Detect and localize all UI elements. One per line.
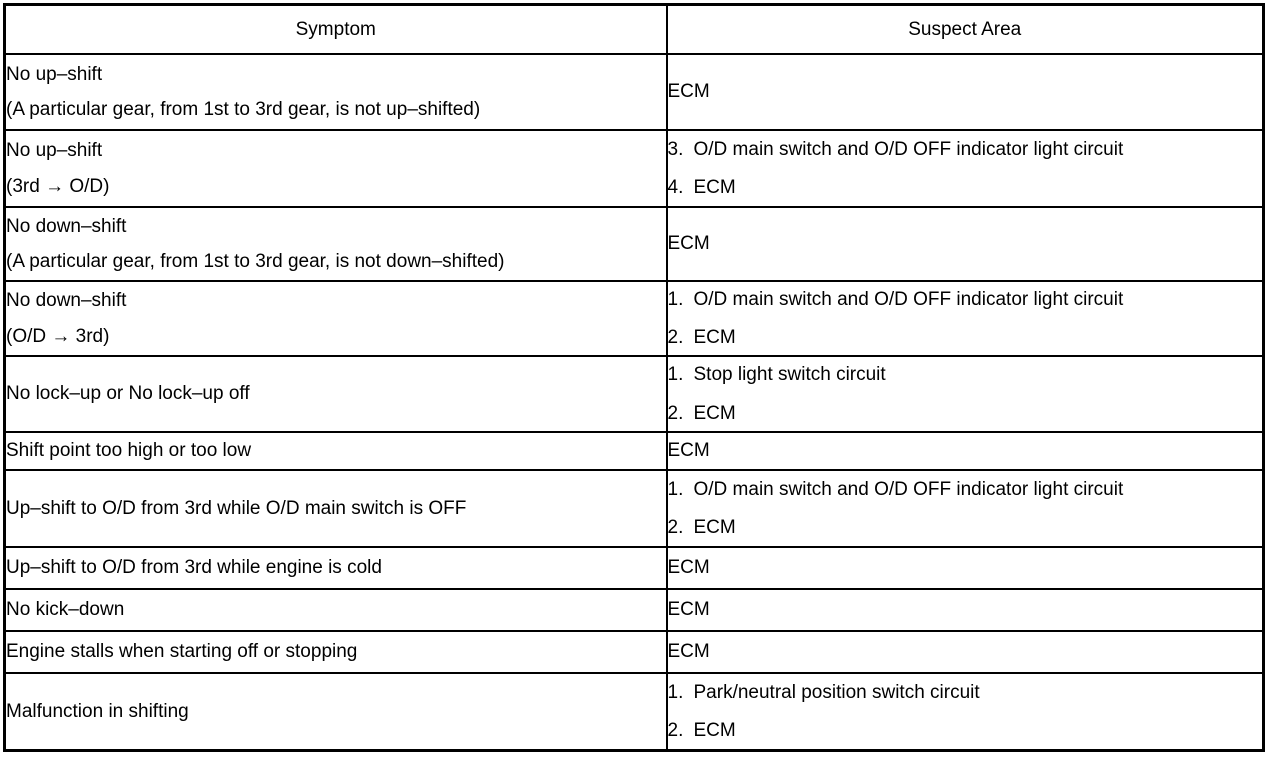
table-row: No up–shift (3rd → O/D) 3. O/D main switc…	[3, 129, 1265, 208]
symptom-cell: No kick–down	[3, 588, 668, 632]
table-row: No down–shift (O/D → 3rd) 1. O/D main swi…	[3, 280, 1265, 357]
table-row: No up–shift (A particular gear, from 1st…	[3, 53, 1265, 131]
suspect-area-cell: ECM	[665, 53, 1265, 131]
suspect-item-text: ECM	[693, 327, 736, 348]
symptom-cell: Up–shift to O/D from 3rd while O/D main …	[3, 469, 668, 548]
column-header-suspect-area: Suspect Area	[665, 3, 1265, 55]
suspect-area-cell: ECM	[665, 630, 1265, 674]
suspect-item-text: Stop light switch circuit	[693, 364, 886, 386]
symptom-line: No down–shift	[6, 290, 127, 312]
symptom-line: (A particular gear, from 1st to 3rd gear…	[6, 251, 505, 272]
suspect-item: ECM	[667, 233, 710, 255]
suspect-item: 1. Stop light switch circuit	[668, 360, 1263, 389]
symptom-line: Up–shift to O/D from 3rd while O/D main …	[6, 497, 467, 519]
symptom-suspect-area-table: Symptom Suspect Area No up–shift (A part…	[3, 3, 1265, 752]
suspect-item-number: 2.	[667, 327, 684, 348]
symptom-line: No lock–up or No lock–up off	[6, 383, 250, 405]
suspect-item: ECM	[667, 440, 710, 462]
suspect-item: ECM	[667, 557, 710, 579]
suspect-item: ECM	[667, 599, 710, 621]
suspect-item: 2. ECM	[668, 323, 1263, 352]
suspect-item-number: 2.	[667, 720, 684, 741]
suspect-item-number: 1.	[667, 681, 684, 703]
suspect-item: 1. O/D main switch and O/D OFF indicator …	[668, 475, 1263, 504]
suspect-item-number: 2.	[667, 517, 684, 538]
suspect-item-number: 2.	[667, 402, 684, 424]
symptom-line: No down–shift	[6, 215, 127, 237]
symptom-cell: Shift point too high or too low	[3, 431, 668, 471]
table-row: Shift point too high or too low ECM	[3, 431, 1265, 471]
suspect-item-number: 3.	[667, 138, 684, 160]
column-header-symptom: Symptom	[3, 3, 668, 55]
suspect-area-cell: 3. O/D main switch and O/D OFF indicator …	[665, 129, 1265, 208]
table-row: Up–shift to O/D from 3rd while engine is…	[3, 546, 1265, 590]
suspect-item: 1. Park/neutral position switch circuit	[668, 678, 1263, 707]
suspect-item-number: 1.	[667, 288, 684, 310]
symptom-line: No up–shift	[6, 140, 103, 162]
suspect-area-cell: 1. O/D main switch and O/D OFF indicator …	[665, 469, 1265, 548]
suspect-area-cell: ECM	[665, 206, 1265, 282]
table-header: Symptom Suspect Area	[3, 3, 1265, 55]
suspect-area-cell: 1. Stop light switch circuit 2. ECM	[665, 355, 1265, 433]
suspect-area-cell: 1. Park/neutral position switch circuit 2…	[665, 672, 1265, 752]
symptom-line: No up–shift	[6, 63, 103, 85]
suspect-area-cell: ECM	[665, 546, 1265, 590]
suspect-item-text: O/D main switch and O/D OFF indicator li…	[693, 138, 1124, 160]
suspect-item-number: 1.	[667, 364, 684, 386]
symptom-cell: No lock–up or No lock–up off	[3, 355, 668, 433]
symptom-line: Engine stalls when starting off or stopp…	[6, 641, 358, 663]
suspect-area-cell: ECM	[665, 431, 1265, 471]
suspect-area-cell: ECM	[665, 588, 1265, 632]
symptom-line: (A particular gear, from 1st to 3rd gear…	[6, 99, 481, 120]
symptom-cell: Up–shift to O/D from 3rd while engine is…	[3, 546, 668, 590]
suspect-item: 2. ECM	[668, 716, 1263, 745]
suspect-item-number: 4.	[667, 177, 684, 198]
table-row: No lock–up or No lock–up off 1. Stop ligh…	[3, 355, 1265, 433]
symptom-cell: No up–shift (3rd → O/D)	[3, 129, 668, 208]
table-row: Engine stalls when starting off or stopp…	[3, 630, 1265, 674]
suspect-item-text: ECM	[693, 402, 736, 424]
symptom-cell: No down–shift (A particular gear, from 1…	[3, 206, 668, 282]
table-row: No down–shift (A particular gear, from 1…	[3, 206, 1265, 282]
suspect-item-text: Park/neutral position switch circuit	[693, 681, 980, 703]
table-row: Up–shift to O/D from 3rd while O/D main …	[3, 469, 1265, 548]
symptom-line: Malfunction in shifting	[6, 700, 189, 722]
suspect-item: 2. ECM	[668, 513, 1263, 542]
suspect-item-text: ECM	[693, 177, 736, 198]
symptom-cell: No down–shift (O/D → 3rd)	[3, 280, 668, 357]
suspect-item: 1. O/D main switch and O/D OFF indicator …	[668, 285, 1263, 314]
suspect-item-text: O/D main switch and O/D OFF indicator li…	[693, 288, 1124, 310]
symptom-cell: Engine stalls when starting off or stopp…	[3, 630, 668, 674]
suspect-item-number: 1.	[667, 478, 684, 500]
symptom-cell: No up–shift (A particular gear, from 1st…	[3, 53, 668, 131]
symptom-line: No kick–down	[6, 599, 125, 621]
suspect-item: ECM	[667, 81, 710, 103]
table-row: No kick–down ECM	[3, 588, 1265, 632]
suspect-area-cell: 1. O/D main switch and O/D OFF indicator …	[665, 280, 1265, 357]
symptom-line: Shift point too high or too low	[6, 440, 252, 462]
suspect-item: 2. ECM	[668, 399, 1263, 428]
suspect-item-text: ECM	[693, 517, 736, 538]
suspect-item: 3. O/D main switch and O/D OFF indicator …	[668, 135, 1263, 164]
suspect-item-text: O/D main switch and O/D OFF indicator li…	[693, 478, 1124, 500]
table-row: Malfunction in shifting 1. Park/neutral p…	[3, 672, 1265, 752]
table-body: No up–shift (A particular gear, from 1st…	[3, 53, 1265, 752]
table-header-row: Symptom Suspect Area	[3, 3, 1265, 55]
symptom-line: (3rd → O/D)	[6, 175, 110, 197]
symptom-cell: Malfunction in shifting	[3, 672, 668, 752]
symptom-line: (O/D → 3rd)	[6, 325, 110, 347]
symptom-line: Up–shift to O/D from 3rd while engine is…	[6, 557, 382, 579]
suspect-item: 4. ECM	[668, 173, 1263, 202]
suspect-item-text: ECM	[693, 720, 736, 741]
suspect-item: ECM	[667, 641, 710, 663]
